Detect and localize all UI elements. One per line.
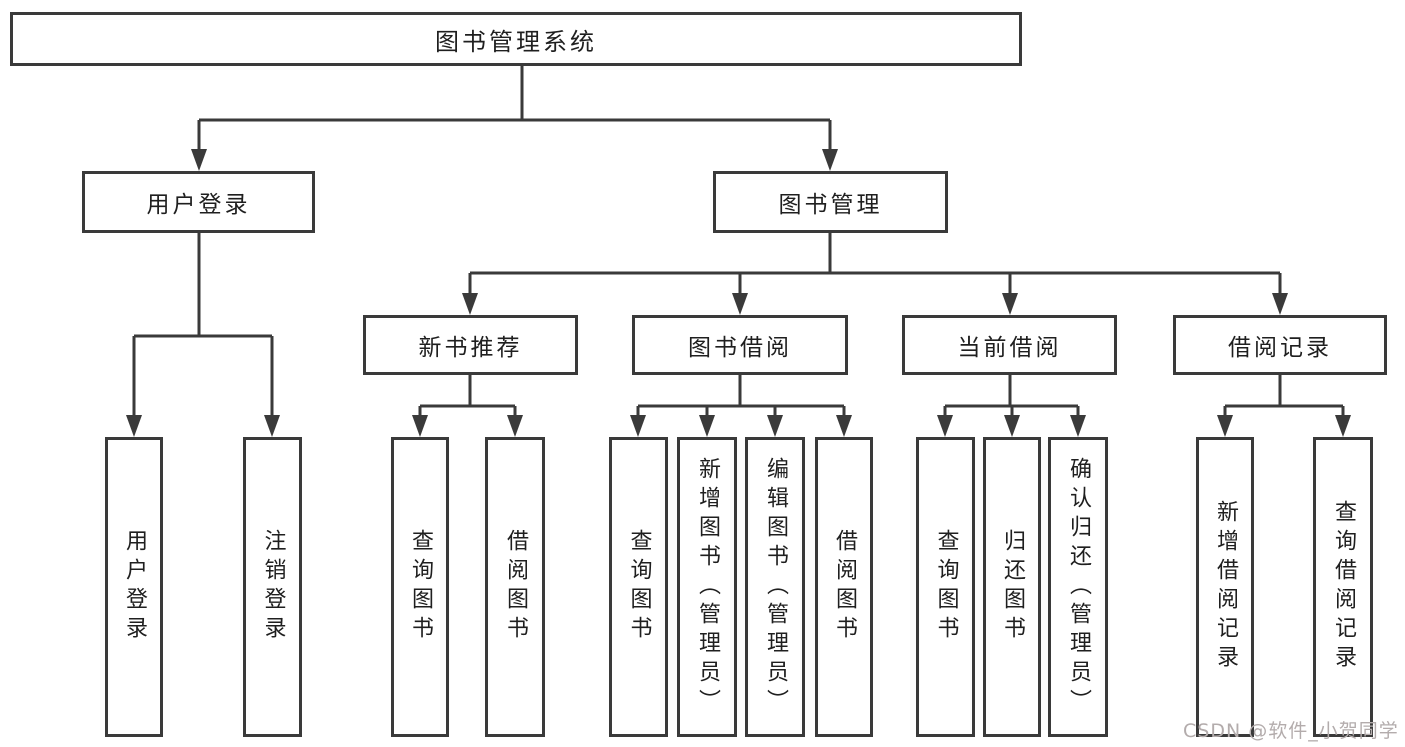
node-library-management-system: 图书管理系统	[10, 12, 1022, 66]
leaf-logout: 注销登录	[243, 437, 302, 737]
leaf-current-query-books: 查询图书	[916, 437, 975, 737]
node-label: 注销登录	[260, 529, 286, 645]
node-current-borrowing: 当前借阅	[902, 315, 1117, 375]
node-label: 图书管理系统	[435, 27, 597, 56]
node-label: 查询图书	[626, 529, 652, 645]
leaf-borrowing-borrow-books: 借阅图书	[815, 437, 873, 737]
node-label: 新增借阅记录	[1213, 500, 1238, 674]
leaf-recommend-query-books: 查询图书	[391, 437, 449, 737]
node-new-book-recommend: 新书推荐	[363, 315, 578, 375]
node-book-borrowing: 图书借阅	[632, 315, 848, 375]
leaf-current-return-books: 归还图书	[983, 437, 1041, 737]
node-label: 借阅图书	[832, 529, 857, 645]
node-label: 确认归还（管理员）	[1066, 456, 1091, 718]
node-label: 编辑图书（管理员）	[763, 456, 788, 718]
node-borrow-records: 借阅记录	[1173, 315, 1387, 375]
arrowhead-icons	[126, 149, 1351, 437]
leaf-current-confirm-return-admin: 确认归还（管理员）	[1048, 437, 1108, 737]
leaf-records-add-record: 新增借阅记录	[1196, 437, 1254, 737]
node-label: 借阅图书	[503, 529, 528, 645]
node-label: 当前借阅	[957, 335, 1062, 361]
node-label: 图书借阅	[688, 335, 792, 361]
node-label: 新书推荐	[418, 335, 523, 361]
node-label: 查询图书	[933, 529, 959, 645]
leaf-user-login: 用户登录	[105, 437, 163, 737]
leaf-borrowing-add-books-admin: 新增图书（管理员）	[677, 437, 737, 737]
node-label: 查询借阅记录	[1331, 500, 1356, 674]
leaf-borrowing-edit-books-admin: 编辑图书（管理员）	[745, 437, 805, 737]
node-user-login: 用户登录	[82, 171, 315, 233]
node-label: 用户登录	[146, 192, 251, 218]
node-label: 图书管理	[778, 192, 883, 218]
leaf-borrowing-query-books: 查询图书	[609, 437, 668, 737]
node-label: 查询图书	[408, 529, 433, 645]
node-label: 新增图书（管理员）	[695, 456, 720, 718]
leaf-records-query-record: 查询借阅记录	[1313, 437, 1373, 737]
node-label: 借阅记录	[1228, 335, 1332, 361]
leaf-recommend-borrow-books: 借阅图书	[485, 437, 545, 737]
node-book-management: 图书管理	[713, 171, 948, 233]
csdn-watermark: CSDN @软件_小贺同学	[1183, 720, 1399, 742]
node-label: 归还图书	[1000, 529, 1025, 645]
node-label: 用户登录	[122, 529, 147, 645]
